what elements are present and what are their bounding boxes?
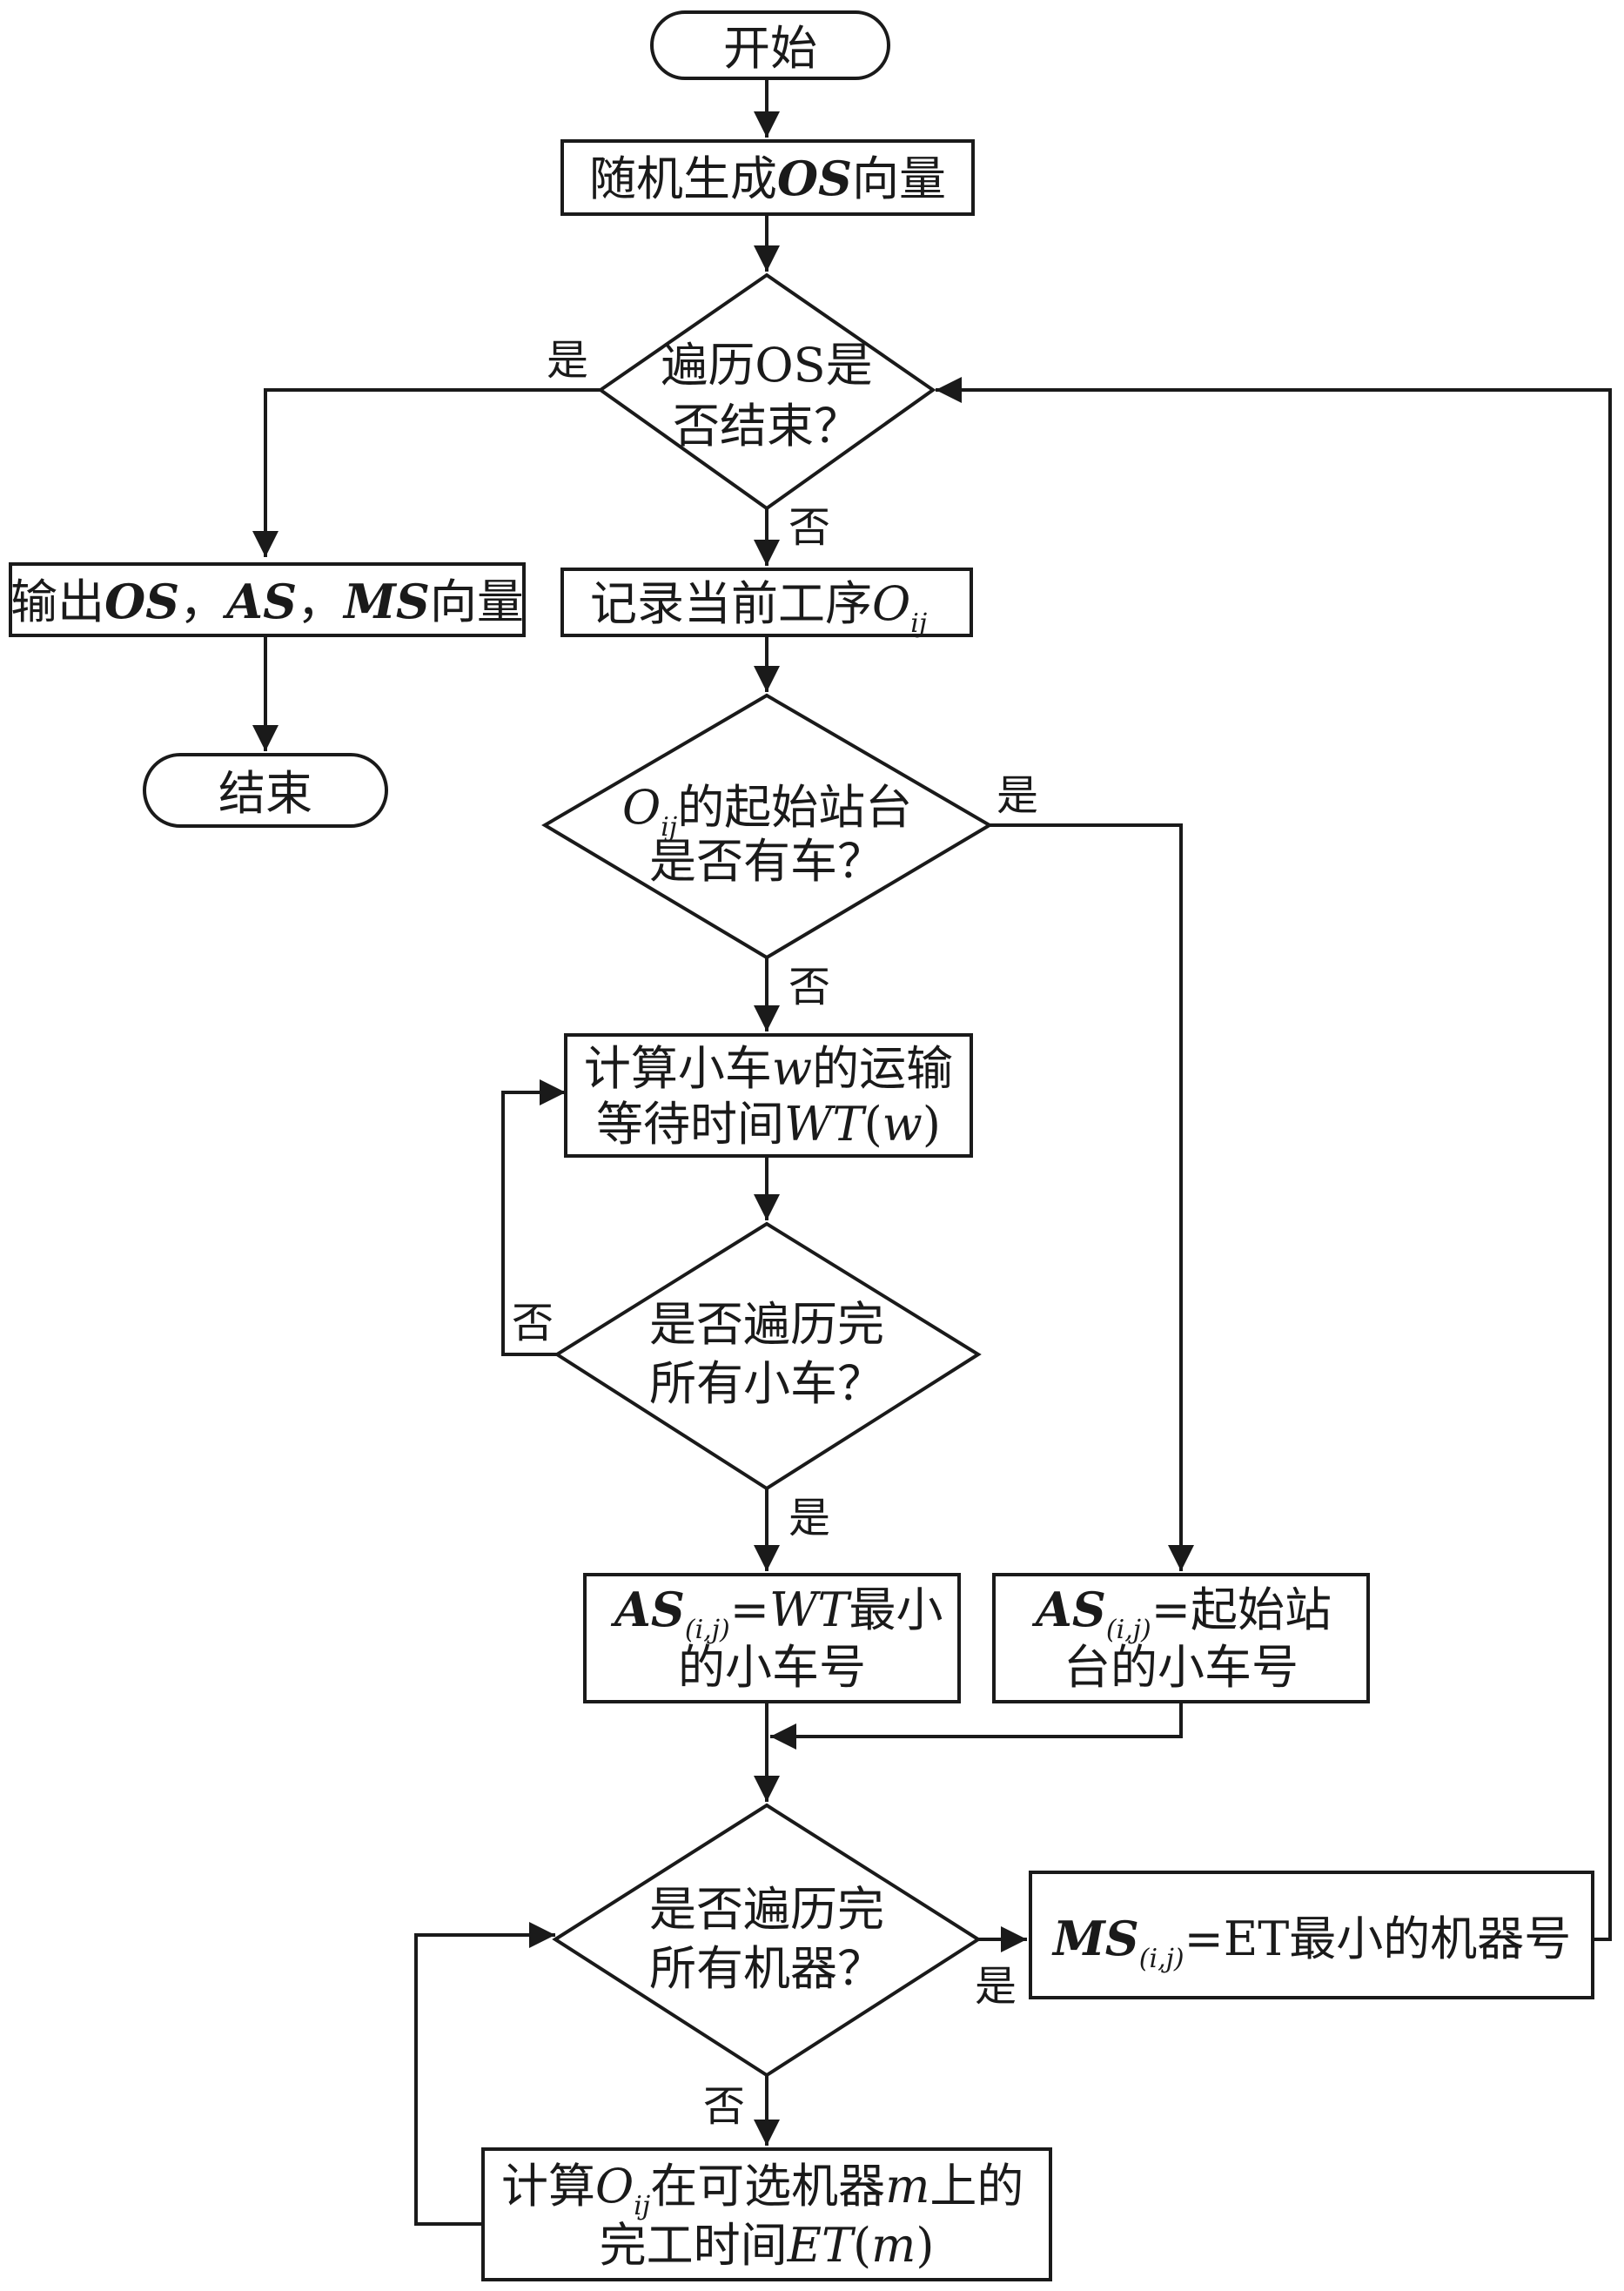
decision-all-machines-line1: 是否遍历完 xyxy=(649,1882,884,1937)
calc-completion-time-line1: 计算Oij在可选机器m上的 xyxy=(501,2159,1023,2221)
arrow-calcet-loop xyxy=(414,1922,555,2226)
as-station-car-line2: 台的小车号 xyxy=(1064,1640,1299,1695)
calc-wait-time-line1: 计算小车w的运输 xyxy=(584,1041,953,1096)
decision-os-ended-line2: 否结束？ xyxy=(673,399,861,453)
calc-wait-time-box: 计算小车w的运输 等待时间WT(w) xyxy=(564,1033,973,1158)
ms-min-et-box: MS(i,j)=ET最小的机器号 xyxy=(1029,1871,1594,1999)
decision-all-machines-line2: 所有机器？ xyxy=(649,1941,884,1996)
generate-os-label: 随机生成OS向量 xyxy=(589,151,946,206)
decision-all-cars-line1: 是否遍历完 xyxy=(649,1297,884,1352)
end-label: 结束 xyxy=(218,766,312,821)
decision-os-ended-line1: 遍历OS是 xyxy=(661,338,872,393)
calc-completion-time-box: 计算Oij在可选机器m上的 完工时间ET(m) xyxy=(481,2147,1052,2281)
as-min-wt-line2: 的小车号 xyxy=(678,1640,866,1695)
arrow-ms-loop-back xyxy=(936,377,1612,1941)
ms-min-et-label: MS(i,j)=ET最小的机器号 xyxy=(1051,1911,1571,1974)
record-operation-box: 记录当前工序Oij xyxy=(560,568,973,639)
label-no-station: 否 xyxy=(789,963,830,1011)
as-station-car-line1: AS(i,j)=起始站 xyxy=(1031,1582,1332,1645)
decision-station-line2: 是否有车？ xyxy=(649,834,884,889)
decision-station-line1: Oij的起始站台 xyxy=(622,780,912,843)
output-label: 输出OS，AS，MS向量 xyxy=(10,574,524,629)
as-min-wt-box: AS(i,j)=WT最小 的小车号 xyxy=(583,1573,961,1703)
calc-wait-time-line2: 等待时间WT(w) xyxy=(596,1097,941,1152)
start-terminal: 开始 xyxy=(650,10,890,80)
decision-os-ended: 遍历OS是 否结束？ xyxy=(597,272,936,511)
decision-all-cars: 是否遍历完 所有小车？ xyxy=(554,1221,982,1491)
label-yes-os-ended: 是 xyxy=(547,336,588,385)
arrow-decision-to-output xyxy=(252,388,601,557)
generate-os-box: 随机生成OS向量 xyxy=(560,139,975,216)
label-yes-station: 是 xyxy=(997,771,1038,820)
start-label: 开始 xyxy=(723,21,817,76)
label-no-cars: 否 xyxy=(512,1299,554,1347)
label-no-machines: 否 xyxy=(703,2082,745,2131)
as-min-wt-line1: AS(i,j)=WT最小 xyxy=(610,1582,943,1645)
arrow-asstation-merge xyxy=(770,1702,1183,1750)
record-operation-label: 记录当前工序Oij xyxy=(590,576,927,639)
decision-all-machines: 是否遍历完 所有机器？ xyxy=(552,1803,982,2078)
label-yes-cars: 是 xyxy=(789,1494,830,1542)
arrow-cars-no-loop xyxy=(501,1079,566,1356)
arrow-station-yes xyxy=(990,823,1194,1571)
calc-completion-time-line2: 完工时间ET(m) xyxy=(600,2218,935,2273)
label-no-os-ended: 否 xyxy=(789,503,830,552)
decision-station-has-car: Oij的起始站台 是否有车？ xyxy=(541,693,993,960)
end-terminal: 结束 xyxy=(143,753,388,828)
label-yes-machines: 是 xyxy=(975,1962,1017,2011)
decision-all-cars-line2: 所有小车？ xyxy=(649,1356,884,1411)
output-box: 输出OS，AS，MS向量 xyxy=(9,562,526,637)
connectors xyxy=(252,78,1612,2226)
as-station-car-box: AS(i,j)=起始站 台的小车号 xyxy=(992,1573,1370,1703)
